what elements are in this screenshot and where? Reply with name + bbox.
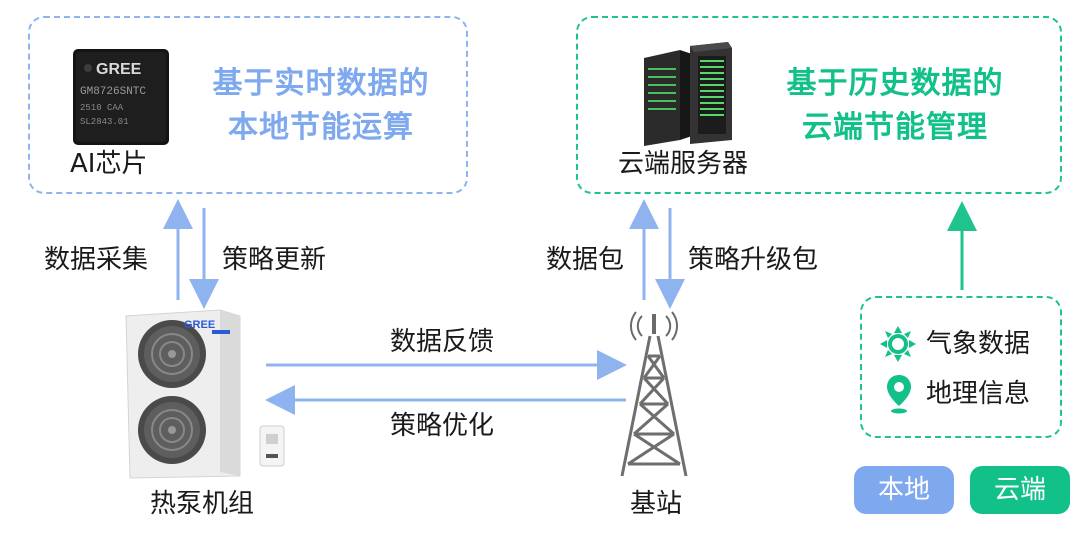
weather-data-label: 气象数据 xyxy=(926,329,1031,359)
label-data-feedback: 数据反馈 xyxy=(390,327,495,357)
cloud-headline: 基于历史数据的 云端节能管理 xyxy=(770,62,1020,150)
tower-graphic xyxy=(620,311,688,477)
external-data-box xyxy=(860,296,1062,438)
heat-pump-brand: GREE xyxy=(184,319,215,331)
label-strategy-update: 策略更新 xyxy=(222,245,327,275)
geo-info-label: 地理信息 xyxy=(926,379,1031,409)
base-station-label: 基站 xyxy=(630,489,683,519)
heat-pump-unit: GREE xyxy=(120,306,300,482)
local-computing-box xyxy=(28,16,468,194)
cloud-headline-line2: 云端节能管理 xyxy=(802,110,988,145)
local-headline: 基于实时数据的 本地节能运算 xyxy=(196,62,446,150)
chip-brand-text: GREE xyxy=(96,61,142,78)
server-graphic xyxy=(644,42,732,146)
chip-graphic: GREE GM8726SNTC 2510 CAA SL2843.01 xyxy=(73,49,169,145)
base-station-tower xyxy=(612,306,696,482)
label-data-collect: 数据采集 xyxy=(44,245,149,275)
label-data-packet: 数据包 xyxy=(546,245,625,275)
chip-model-text: GM8726SNTC xyxy=(80,86,146,98)
heat-pump-graphic: GREE xyxy=(125,309,285,479)
location-pin-icon xyxy=(886,374,912,414)
legend-local-badge: 本地 xyxy=(854,466,954,514)
chip-code1-text: 2510 CAA xyxy=(80,103,124,113)
heat-pump-label: 热泵机组 xyxy=(150,489,255,519)
legend-cloud-badge: 云端 xyxy=(970,466,1070,514)
cloud-headline-line1: 基于历史数据的 xyxy=(786,66,1004,101)
local-headline-line2: 本地节能运算 xyxy=(228,110,414,145)
label-strategy-optimize: 策略优化 xyxy=(390,411,495,441)
cloud-management-box xyxy=(576,16,1062,194)
label-strategy-upgrade: 策略升级包 xyxy=(688,245,819,275)
ai-chip: GREE GM8726SNTC 2510 CAA SL2843.01 xyxy=(72,48,170,146)
cloud-server-label: 云端服务器 xyxy=(618,149,749,179)
local-headline-line1: 基于实时数据的 xyxy=(212,66,430,101)
sun-icon xyxy=(880,326,916,362)
ai-chip-label: AI芯片 xyxy=(70,149,148,179)
cloud-server xyxy=(640,40,736,148)
chip-code2-text: SL2843.01 xyxy=(80,117,129,127)
